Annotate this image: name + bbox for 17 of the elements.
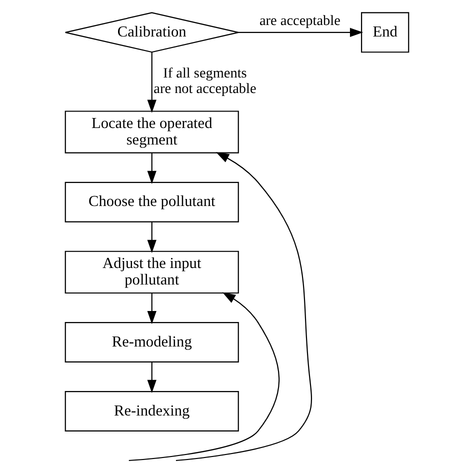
- edge-label: If all segments are not acceptable: [154, 66, 256, 98]
- arrow: [147, 362, 156, 394]
- node-box: Re-modeling: [64, 322, 239, 363]
- node-diamond: Calibration: [64, 12, 239, 53]
- edge-label: are acceptable: [260, 13, 340, 30]
- arrow: [147, 52, 156, 113]
- arrow: [238, 28, 364, 38]
- node-box: End: [361, 12, 410, 53]
- node-box: Re-indexing: [64, 390, 239, 432]
- arrow: [147, 293, 156, 324]
- node-box: Locate the operated segment: [64, 110, 239, 154]
- arrow: [176, 152, 312, 462]
- node-box: Adjust the input pollutant: [64, 250, 239, 294]
- node-box: Choose the pollutant: [64, 182, 239, 222]
- arrow: [147, 222, 156, 253]
- arrow: [128, 292, 280, 462]
- arrow: [147, 153, 156, 184]
